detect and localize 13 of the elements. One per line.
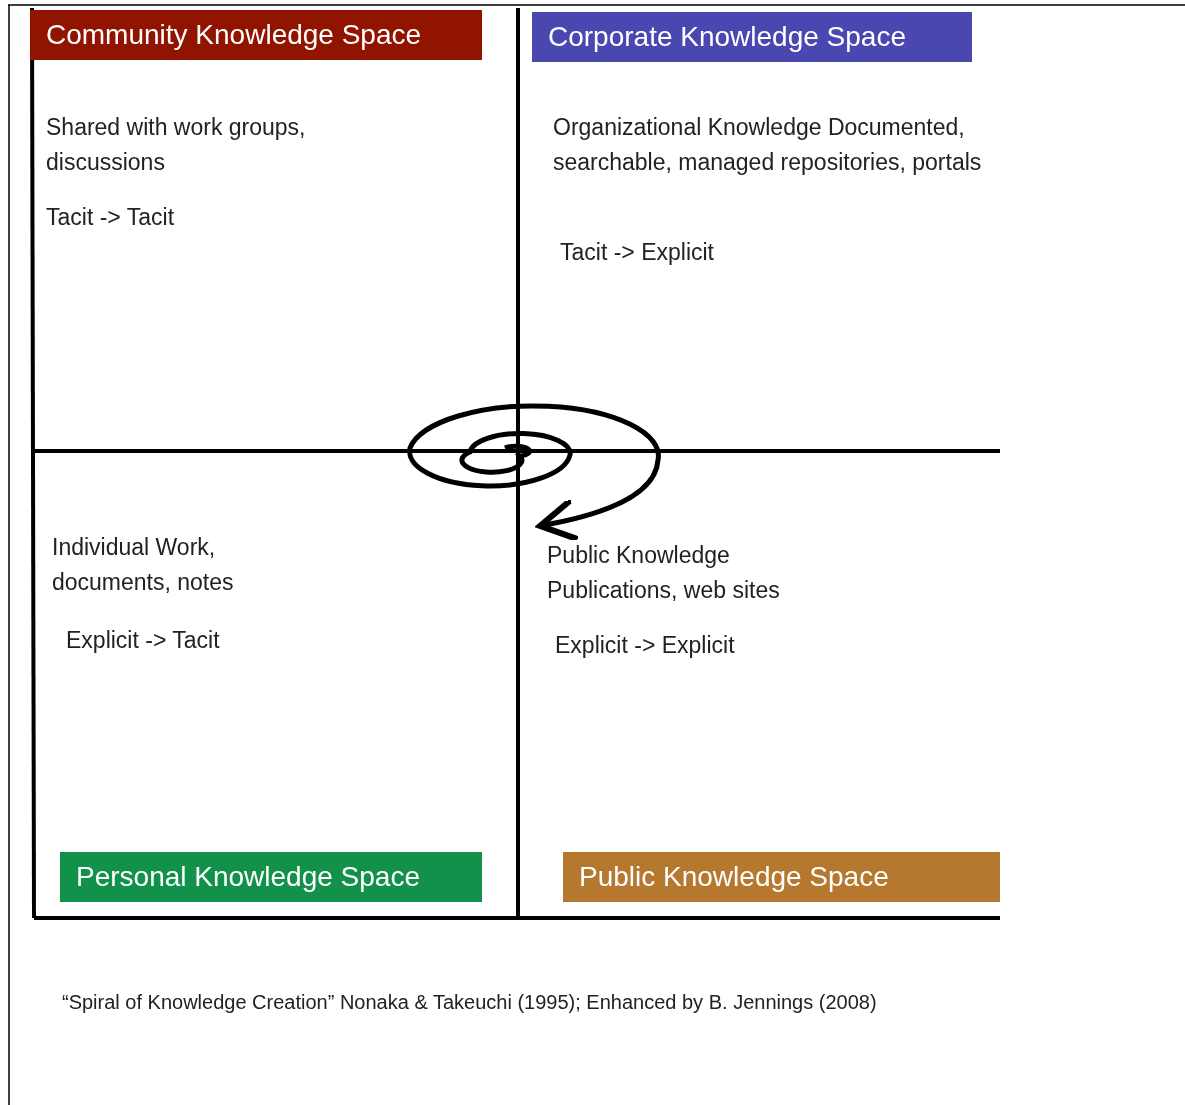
quadrant-title: Corporate Knowledge Space — [532, 12, 972, 62]
quadrant-description: Tacit -> Tacit — [46, 203, 176, 232]
quadrant-description: Explicit -> Explicit — [555, 631, 736, 660]
quadrant-description: Public Knowledge Publications, web sites — [547, 541, 781, 605]
quadrant-description: Explicit -> Tacit — [66, 626, 221, 655]
caption: “Spiral of Knowledge Creation” Nonaka & Takeuchi (1995); Enhanced by B. Jennings (2008) — [62, 990, 877, 1015]
quadrant-description: Organizational Knowledge Documented, searchable, managed repositories, portals — [553, 113, 983, 177]
quadrant-description: Tacit -> Explicit — [560, 238, 715, 267]
quadrant-description: Shared with work groups, discussions — [46, 113, 307, 177]
quadrant-description: Individual Work, documents, notes — [52, 533, 235, 597]
quadrant-title: Personal Knowledge Space — [60, 852, 482, 902]
quadrant-title: Public Knowledge Space — [563, 852, 1000, 902]
quadrant-title: Community Knowledge Space — [30, 10, 482, 60]
